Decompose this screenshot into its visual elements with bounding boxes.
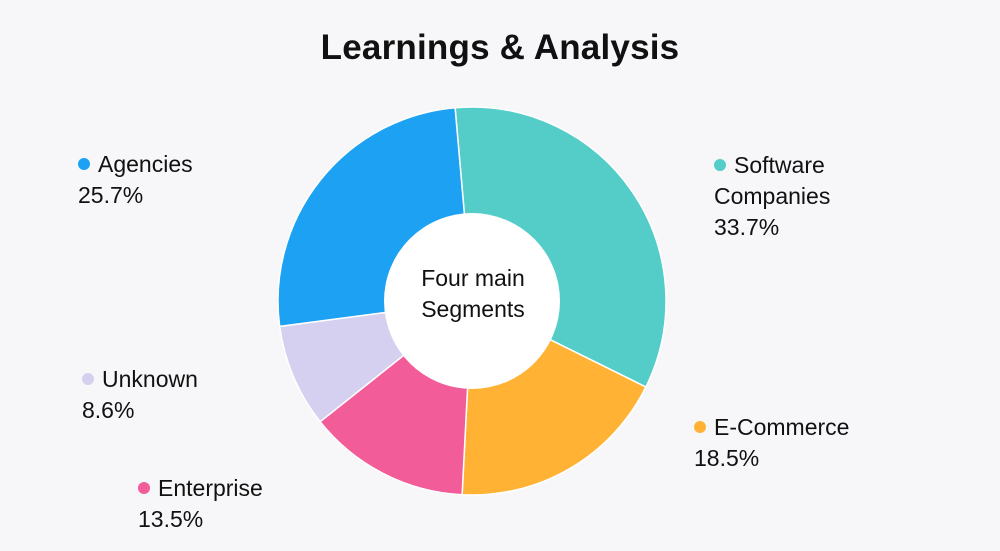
legend-label: Unknown [102,366,198,392]
donut-hole [384,213,560,389]
legend-unknown: Unknown 8.6% [82,364,198,426]
chart-title: Learnings & Analysis [320,28,680,67]
legend-software-companies: Software Companies 33.7% [714,150,830,243]
legend-label: Software [734,152,825,178]
center-label: Four main Segments [393,263,553,325]
legend-value: 33.7% [714,214,780,240]
legend-label: Companies [714,183,831,209]
legend-value: 25.7% [78,182,144,208]
center-label-line-2: Segments [421,296,525,322]
legend-label: E-Commerce [714,414,850,440]
legend-dot-agencies [78,158,90,170]
legend-dot-software-companies [714,159,726,171]
legend-value: 13.5% [138,506,204,532]
legend-e-commerce: E-Commerce 18.5% [694,412,849,474]
center-label-line-1: Four main [421,265,525,291]
legend-label: Enterprise [158,475,263,501]
legend-dot-unknown [82,373,94,385]
legend-value: 18.5% [694,445,760,471]
legend-dot-e-commerce [694,421,706,433]
legend-value: 8.6% [82,397,135,423]
legend-label: Agencies [98,151,193,177]
legend-agencies: Agencies 25.7% [78,149,193,211]
legend-enterprise: Enterprise 13.5% [138,473,263,535]
legend-dot-enterprise [138,482,150,494]
